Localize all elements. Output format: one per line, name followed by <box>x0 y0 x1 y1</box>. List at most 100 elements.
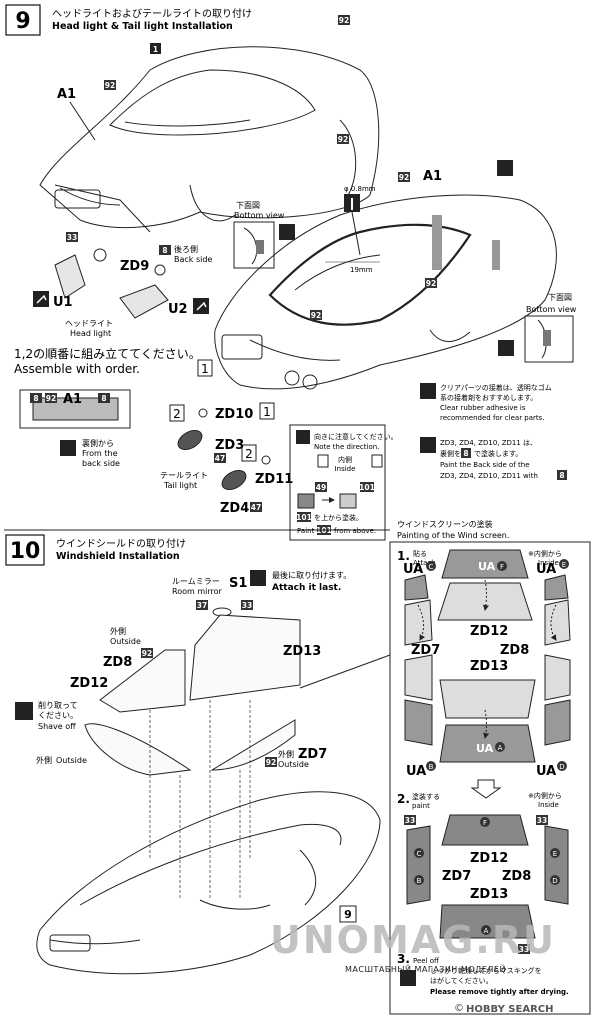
step2-jp: 塗装する <box>412 792 440 801</box>
step9-title-en: Head light & Tail light Installation <box>52 21 233 32</box>
zd8-window <box>99 649 186 713</box>
part-1-code: 1 <box>153 45 158 54</box>
glue-icon-s1 <box>250 570 266 586</box>
dry-note-jp-2: はがしてください。 <box>430 976 493 985</box>
ua-e-label: UA <box>536 562 556 577</box>
painting-title-en: Painting of the Wind screen. <box>397 531 509 540</box>
inside-en: Inside <box>335 465 356 473</box>
note-direction-jp: 向きに注意してください。 <box>314 432 398 441</box>
paint-over-en-post: from above. <box>334 527 376 535</box>
zd-note-1: ZD3, ZD4, ZD10, ZD11 は、 <box>440 439 537 447</box>
badge-92-car2a <box>398 172 410 182</box>
down-arrow <box>470 779 502 799</box>
zd12-label: ZD12 <box>70 676 108 691</box>
car-body-lower <box>36 791 381 975</box>
u1-icon <box>33 291 49 307</box>
bottom-view-inset-2: 下面図 Bottom view <box>498 293 577 363</box>
zd-note-2-post: で塗装します。 <box>474 449 522 458</box>
peel-icon <box>400 970 416 986</box>
zd-note-3: Paint the Back side of the <box>440 461 530 469</box>
ua-c-label: UA <box>403 562 423 577</box>
clear-note-en-1: Clear rubber adhesive is <box>440 404 526 412</box>
badge-8-zd-note-2: 8 <box>559 471 564 480</box>
room-mirror-jp: ルームミラー <box>172 577 220 586</box>
num-2-box-b <box>241 444 257 462</box>
paint-icon-3 <box>498 340 514 356</box>
badge-92-left-text: 92 <box>105 81 115 90</box>
badge-92-right-text: 92 <box>338 135 348 144</box>
window-leaders <box>149 700 251 900</box>
paint-d-circle: D <box>552 877 557 885</box>
zd3-label: ZD3 <box>215 438 244 453</box>
paint-a-circle: A <box>484 927 489 935</box>
taillight-en: Tail light <box>163 481 197 490</box>
shave-en: Shave off <box>38 722 76 731</box>
shave-jp-1: 削り取って <box>38 700 78 710</box>
paint-zd13-a: ZD13 <box>470 659 508 674</box>
taillight-jp: テールライト <box>160 471 208 480</box>
badge-49: 49 <box>316 483 326 492</box>
badge-37 <box>196 600 208 610</box>
room-mirror-en: Room mirror <box>172 587 222 596</box>
badge-33-paint-a: 33 <box>405 816 415 825</box>
paint-zd13-b: ZD13 <box>470 887 508 902</box>
outside-jp-b: 外側 <box>36 755 52 765</box>
zd13-label: ZD13 <box>283 644 321 659</box>
step10-title-jp: ウインドシールドの取り付け <box>56 537 186 550</box>
badge-33-headlight <box>66 232 78 242</box>
paint-over-jp: を上から塗装。 <box>314 513 363 522</box>
paint-zd8-a: ZD8 <box>500 643 529 658</box>
note-direction-en: Note the direction. <box>314 443 379 451</box>
badge-47-zd4 <box>250 502 262 512</box>
ua-c-circle: C <box>429 563 434 571</box>
paint-zd12-a: ZD12 <box>470 624 508 639</box>
dim-19: 19mm <box>350 266 373 274</box>
dry-note-jp-1: しっかり乾燥してからマスキングを <box>430 966 542 975</box>
zd-note-4: ZD3, ZD4, ZD10, ZD11 with <box>440 472 538 480</box>
paint-over-en-pre: Paint <box>297 527 315 535</box>
zd8-label: ZD8 <box>103 655 132 670</box>
clear-note-jp-1: クリアパーツの接着は、透明なゴム <box>440 383 552 392</box>
ua-b-circle: B <box>429 763 434 771</box>
paint-icon-back <box>60 440 76 456</box>
badge-33-paint-c: 33 <box>519 945 529 954</box>
badge-8-inset-b: 8 <box>101 394 106 403</box>
inside-jp-1: ※内側から <box>528 549 562 558</box>
assemble-en: Assemble with order. <box>14 362 140 376</box>
part-1-box <box>150 43 161 54</box>
step2-num: 2. <box>397 792 410 806</box>
from-back-en-1: From the <box>82 449 118 458</box>
dry-note-en: Please remove tightly after drying. <box>430 988 569 996</box>
shave-jp-2: ください。 <box>38 711 78 720</box>
ua-b-label: UA <box>406 764 426 779</box>
back-side-en: Back side <box>174 255 212 264</box>
outside-en-a: Outside <box>110 637 141 646</box>
headlight-en: Head light <box>70 329 111 338</box>
paint-zd8-b: ZD8 <box>502 869 531 884</box>
ua-f-label: UA <box>478 560 496 573</box>
body-ref-box <box>339 905 357 923</box>
watermark-hobby: HOBBY SEARCH <box>466 1004 553 1015</box>
bottom-view-jp-2: 下面図 <box>548 293 572 302</box>
tail-light-assembly-inset: 8 92 A1 8 <box>19 389 131 429</box>
from-back-en-2: back side <box>82 459 120 468</box>
u1-label: U1 <box>53 295 73 310</box>
paint-icon-2 <box>497 160 513 176</box>
car-body-front-view <box>39 46 380 233</box>
zd12-window <box>84 723 192 776</box>
windows-exploded <box>84 614 301 776</box>
painting-title-jp: ウインドスクリーンの塗装 <box>397 519 493 529</box>
inside-en-2: Inside <box>538 801 559 809</box>
paint-zd7-a: ZD7 <box>411 643 440 658</box>
ua-f-circle: F <box>500 563 504 571</box>
num-2-a: 2 <box>173 407 181 421</box>
from-back-jp: 裏側から <box>82 438 114 448</box>
zd4-label: ZD4 <box>220 501 249 516</box>
roman-1-box-b <box>259 402 275 420</box>
watermark-brand: UNOMAG.RU <box>270 918 556 962</box>
badge-92-right <box>337 134 349 144</box>
badge-101-b: 101 <box>296 513 312 522</box>
num-2-box <box>169 404 185 422</box>
attach-last-en: Attach it last. <box>272 583 341 593</box>
